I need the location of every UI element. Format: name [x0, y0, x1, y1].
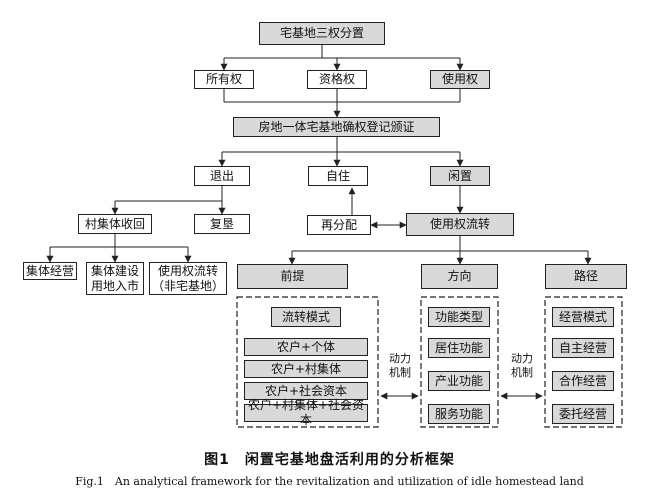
node-use-right: 使用权 [430, 70, 490, 89]
path-group-border [544, 296, 623, 428]
node-path-coop: 合作经营 [552, 371, 614, 391]
node-mode-3: 农户+社会资本 [244, 382, 368, 400]
node-self-live: 自住 [308, 166, 368, 186]
node-path-entrust: 委托经营 [552, 404, 614, 424]
label-dynamic-mechanism-1: 动力 机制 [389, 352, 411, 379]
node-func-live: 居住功能 [428, 338, 490, 358]
node-redistribute: 再分配 [307, 215, 371, 235]
node-collective-operation: 集体经营 [23, 262, 77, 280]
node-ownership: 所有权 [194, 70, 254, 89]
node-collective-construction: 集体建设 用地入市 [86, 262, 144, 295]
node-collective-recover: 村集体收回 [78, 214, 152, 234]
node-title: 宅基地三权分置 [259, 22, 385, 45]
node-direction: 方向 [421, 264, 498, 289]
node-func-industry: 产业功能 [428, 371, 490, 391]
premise-group-border [236, 296, 379, 428]
node-use-transfer-non: 使用权流转 （非宅基地） [149, 262, 227, 295]
node-func-type: 功能类型 [428, 307, 490, 327]
node-func-service: 服务功能 [428, 404, 490, 424]
figure-caption-zh: 图1 闲置宅基地盘活利用的分析框架 [204, 452, 455, 468]
figure-caption-en: Fig.1 An analytical framework for the re… [75, 475, 584, 488]
node-path-self: 自主经营 [552, 338, 614, 358]
node-mode-4: 农户+村集体+社会资本 [244, 398, 368, 427]
label-dynamic-mechanism-2: 动力 机制 [511, 352, 533, 379]
node-mode-2: 农户+村集体 [244, 360, 368, 378]
node-transfer-mode: 流转模式 [271, 307, 341, 327]
node-mode-1: 农户+个体 [244, 338, 368, 356]
node-premise: 前提 [237, 264, 348, 289]
node-idle: 闲置 [430, 166, 490, 186]
node-registration: 房地一体宅基地确权登记颁证 [233, 117, 440, 137]
node-exit: 退出 [194, 166, 250, 186]
node-path-mode: 经营模式 [552, 307, 614, 327]
node-path: 路径 [545, 264, 627, 289]
node-reclaim: 复垦 [194, 214, 250, 234]
node-qualification: 资格权 [307, 70, 367, 89]
direction-group-border [420, 296, 499, 428]
node-transfer: 使用权流转 [406, 213, 514, 236]
